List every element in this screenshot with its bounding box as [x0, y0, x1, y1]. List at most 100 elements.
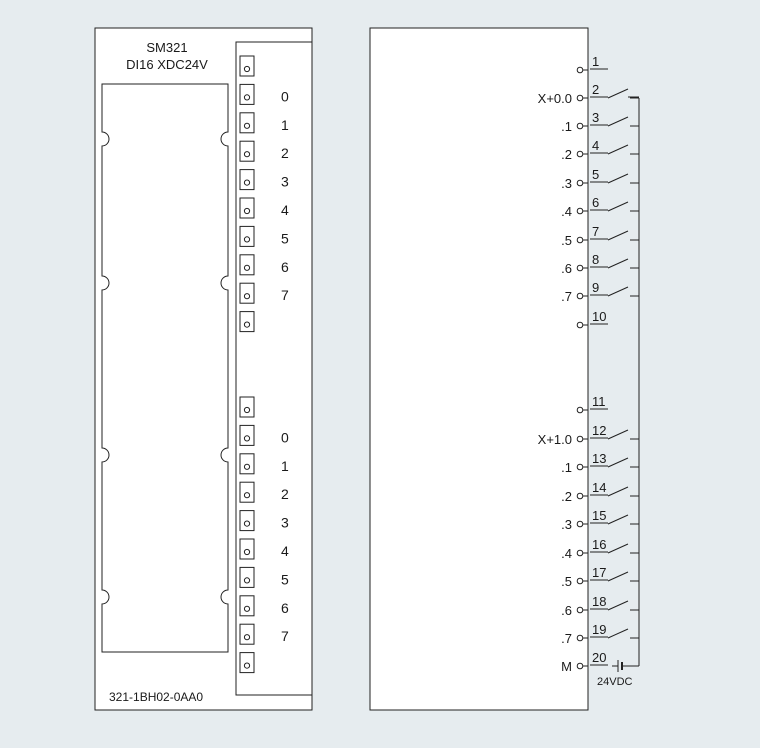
terminal-screw: [576, 122, 584, 130]
terminal-screw: [576, 264, 584, 272]
terminal-12: 12X+1.0: [538, 423, 639, 447]
terminal-number: 14: [592, 480, 606, 495]
switch-contact: [607, 543, 629, 554]
led-indicator: [243, 662, 251, 669]
led-indicator: [243, 151, 251, 158]
terminal-address-label: X+0.0: [538, 91, 572, 106]
switch-contact: [607, 230, 629, 241]
terminal-15: 15.3: [561, 508, 639, 532]
terminal-wiring-view: 12X+0.03.14.25.36.47.58.69.7101112X+1.01…: [369, 27, 640, 711]
terminal-screw: [576, 207, 584, 215]
led-channel-label: 4: [281, 202, 289, 218]
switch-contact: [607, 457, 629, 468]
terminal-9: 9.7: [561, 280, 639, 304]
terminal-address-label: M: [561, 659, 572, 674]
supply-symbol: 24VDC: [597, 660, 639, 688]
terminal-address-label: .4: [561, 546, 572, 561]
terminal-number: 9: [592, 280, 599, 295]
led-indicator: [243, 122, 251, 129]
terminal-address-label: .1: [561, 460, 572, 475]
switch-contact: [607, 429, 629, 440]
switch-contact: [607, 600, 629, 611]
terminal-7: 7.5: [561, 224, 639, 248]
terminal-address-label: .7: [561, 289, 572, 304]
led-channel-label: 6: [281, 600, 289, 616]
terminal-address-label: .1: [561, 119, 572, 134]
led-channel-label: 1: [281, 458, 289, 474]
terminal-18: 18.6: [561, 594, 639, 618]
switch-contact: [607, 628, 629, 639]
switch-contact: [607, 116, 629, 127]
terminal-number: 5: [592, 167, 599, 182]
led-channel-label: 5: [281, 230, 289, 246]
terminal-number: 15: [592, 508, 606, 523]
terminal-list: 12X+0.03.14.25.36.47.58.69.7101112X+1.01…: [538, 54, 639, 674]
terminal-number: 10: [592, 309, 606, 324]
module-subtitle: DI16 XDC24V: [126, 57, 208, 72]
led-indicator: [243, 634, 251, 641]
terminal-screw: [576, 94, 584, 102]
led-channel-label: 2: [281, 486, 289, 502]
led-indicator: [243, 321, 251, 328]
supply-label: 24VDC: [597, 676, 633, 688]
switch-contact: [607, 144, 629, 155]
led-indicator: [243, 65, 251, 73]
terminal-address-label: .3: [561, 176, 572, 191]
led-channel-label: 7: [281, 287, 289, 303]
terminal-16: 16.4: [561, 537, 639, 561]
terminal-address-label: .2: [561, 489, 572, 504]
led-indicator: [243, 492, 251, 499]
terminal-5: 5.3: [561, 167, 639, 191]
led-indicator: [243, 293, 251, 300]
terminal-screw: [576, 150, 584, 158]
terminal-screw: [576, 292, 584, 300]
switch-contact: [607, 88, 629, 99]
terminal-17: 17.5: [561, 565, 639, 589]
terminal-screw: [576, 520, 584, 528]
switch-contact: [607, 486, 629, 497]
terminal-number: 17: [592, 565, 606, 580]
terminal-screw: [576, 606, 584, 614]
terminal-screw: [576, 66, 584, 74]
terminal-11: 11: [576, 394, 608, 414]
terminal-number: 11: [592, 394, 606, 409]
led-indicator: [243, 463, 251, 470]
terminal-screw: [576, 492, 584, 500]
terminal-4: 4.2: [561, 138, 639, 162]
terminal-14: 14.2: [561, 480, 639, 504]
terminal-number: 16: [592, 537, 606, 552]
led-channel-label: 2: [281, 145, 289, 161]
terminal-screw: [576, 321, 584, 329]
terminal-number: 6: [592, 195, 599, 210]
terminal-10: 10: [576, 309, 608, 329]
led-indicator: [243, 236, 251, 243]
terminal-address-label: .6: [561, 603, 572, 618]
terminal-19: 19.7: [561, 622, 639, 646]
led-channel-label: 5: [281, 571, 289, 587]
terminal-screw: [576, 577, 584, 585]
terminal-screw: [576, 406, 584, 414]
terminal-screw: [576, 662, 584, 670]
terminal-screw: [576, 634, 584, 642]
terminal-number: 12: [592, 423, 606, 438]
terminal-8: 8.6: [561, 252, 639, 276]
led-indicator: [243, 406, 251, 414]
label-insert-cutout: [101, 83, 229, 653]
terminal-screw: [576, 463, 584, 471]
led-indicator: [243, 179, 251, 186]
led-indicator: [243, 207, 251, 215]
led-channel-label: 3: [281, 174, 289, 190]
switch-contact: [607, 514, 629, 525]
terminal-20: 20M: [561, 650, 608, 674]
terminal-number: 7: [592, 224, 599, 239]
terminal-block-outline: [369, 27, 589, 711]
led-channel-label: 4: [281, 543, 289, 559]
led-channel-label: 7: [281, 628, 289, 644]
terminal-number: 1: [592, 54, 599, 69]
terminal-address-label: .5: [561, 233, 572, 248]
led-channel-label: 0: [281, 429, 289, 445]
led-indicator: [243, 435, 251, 442]
